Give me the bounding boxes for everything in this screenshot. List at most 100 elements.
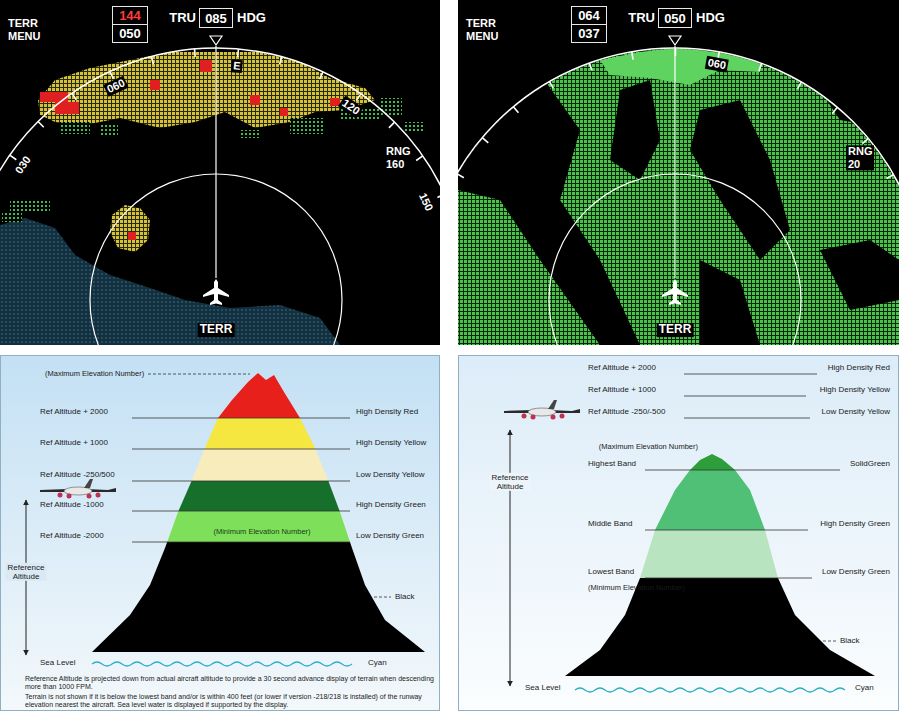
readout-box: 085	[199, 8, 233, 28]
band-line	[645, 374, 840, 578]
elevation-note: (Minimum Elevation Number)	[588, 584, 685, 593]
heading-mode: TRU	[628, 11, 655, 26]
elevation-note: (Maximum Elevation Number)	[599, 443, 698, 452]
terrain-green	[240, 130, 260, 138]
band-line	[645, 578, 812, 579]
color-band: High Density Red	[356, 407, 418, 416]
mountain	[80, 481, 440, 511]
terrain-display	[0, 0, 440, 345]
readout-value: 050	[119, 27, 141, 40]
mountain	[80, 360, 440, 418]
altitude-band: Ref Altitude + 2000	[588, 363, 656, 372]
readout-value: 050	[664, 12, 686, 25]
footnote: Reference Altitude is projected down fro…	[25, 675, 435, 691]
band-line	[132, 418, 350, 542]
altitude-band: Middle Band	[588, 519, 632, 528]
terrain-yellow	[38, 52, 375, 128]
heading-mode: TRU	[169, 11, 196, 26]
reference-arrow	[510, 430, 511, 686]
terrain-green	[10, 200, 50, 212]
compass-ticks	[0, 52, 440, 345]
terrain-display	[458, 0, 899, 345]
mountain	[555, 578, 885, 680]
mountain	[555, 440, 885, 680]
mode-label: TERR	[198, 323, 235, 337]
heading-pointer	[210, 36, 222, 45]
readout-value: 037	[578, 27, 600, 40]
aircraft-figure	[522, 414, 527, 419]
color-band: High Density Green	[820, 519, 890, 528]
mountain	[80, 360, 440, 660]
band-line	[132, 542, 350, 543]
color-band: Cyan	[855, 683, 874, 692]
terrain-green	[2, 98, 425, 222]
terrain-green	[405, 122, 425, 132]
band-line	[645, 530, 808, 531]
aircraft-figure	[58, 493, 63, 498]
band-diagram	[459, 356, 899, 711]
sea-wave	[92, 662, 352, 666]
aircraft-figure	[560, 414, 565, 419]
compass-ticks	[458, 52, 899, 345]
terrain-red	[280, 108, 288, 116]
readout-value: 064	[578, 9, 600, 22]
altitude-band: Ref Altitude -2000	[40, 531, 104, 540]
aircraft-figure	[40, 479, 116, 499]
heading-pointer	[669, 36, 681, 45]
footnote: Terrain is not shown if it is below the …	[25, 693, 435, 709]
terrain-gap	[800, 60, 899, 130]
color-band: Low Density Yellow	[822, 407, 890, 416]
terrain-gap	[610, 80, 660, 180]
mountain	[80, 418, 440, 449]
menu-label: TERR MENU	[8, 17, 40, 42]
axis-label: Reference Altitude	[6, 563, 47, 581]
mode-label: TERR	[657, 323, 694, 337]
terrain-green	[290, 118, 325, 134]
menu-label: TERR MENU	[466, 17, 498, 42]
altitude-band: Ref Altitude -250/-500	[588, 407, 665, 416]
mountain	[80, 542, 440, 660]
aircraft-figure	[531, 415, 536, 420]
aircraft-figure	[548, 400, 557, 409]
heading-mode: HDG	[237, 11, 266, 26]
band-line	[684, 396, 806, 397]
terrain-gap	[690, 100, 790, 260]
readout-value: 085	[205, 12, 227, 25]
aircraft-figure	[551, 415, 556, 420]
altitude-band: Ref Altitude + 1000	[40, 438, 108, 447]
aircraft-symbol	[662, 279, 688, 305]
aircraft-symbol	[203, 279, 229, 305]
sea-label: Sea Level	[525, 683, 561, 692]
band-diagram	[1, 356, 440, 711]
elevation-note: (Maximum Elevation Number)	[45, 370, 144, 379]
terrain-gap	[700, 260, 760, 345]
sea-area	[0, 218, 340, 345]
heading-line	[674, 46, 675, 278]
range-label: RNG 20	[846, 145, 874, 170]
terrain-green	[458, 0, 899, 345]
readout-box: 050	[658, 8, 692, 28]
color-band: High Density Green	[356, 500, 426, 509]
terrain-green	[380, 98, 402, 116]
color-band: High Density Yellow	[356, 438, 426, 447]
color-band: High Density Red	[828, 363, 890, 372]
color-band: Black	[840, 636, 860, 645]
band-line	[684, 374, 817, 375]
band-line	[132, 449, 350, 450]
terrain-red	[128, 232, 136, 240]
aircraft-figure	[87, 494, 92, 499]
altitude-band: Highest Band	[588, 459, 636, 468]
band-line	[132, 418, 350, 419]
elevation-note: (Minimum Elevation Number)	[213, 528, 310, 537]
readout-box: 050	[112, 24, 148, 43]
terrain-red	[40, 60, 340, 240]
heading-line	[215, 46, 216, 278]
band-diagram	[459, 356, 899, 711]
band-line	[132, 511, 350, 512]
range-arc	[0, 48, 440, 345]
sea-label: Sea Level	[40, 658, 76, 667]
color-band: Low Density Yellow	[356, 470, 424, 479]
color-band: Low Density Green	[822, 567, 890, 576]
aircraft-figure	[504, 400, 580, 420]
altitude-band: Ref Altitude -1000	[40, 500, 104, 509]
